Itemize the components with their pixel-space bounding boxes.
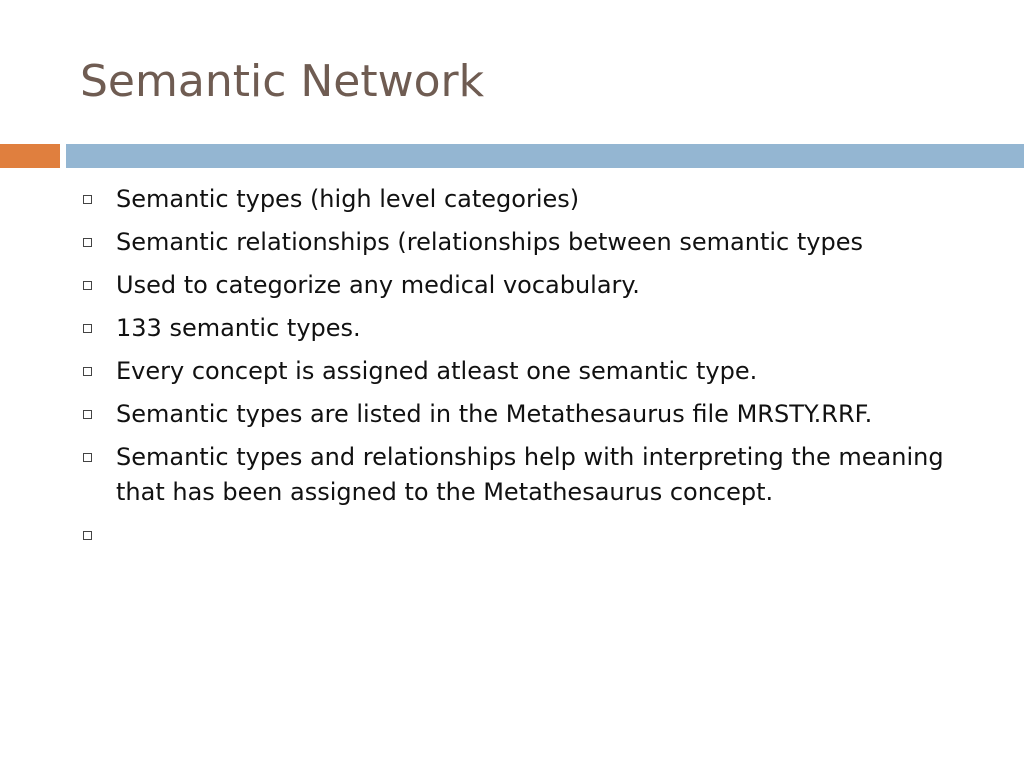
hollow-square-icon (83, 367, 92, 376)
bullet-text: Semantic types and relationships help wi… (116, 443, 944, 506)
hollow-square-icon (83, 324, 92, 333)
bullet-item: Semantic relationships (relationships be… (80, 225, 980, 260)
bullet-item: 133 semantic types. (80, 311, 980, 346)
bullet-item: Semantic types and relationships help wi… (80, 440, 980, 510)
hollow-square-icon (83, 410, 92, 419)
bullet-item: Semantic types are listed in the Metathe… (80, 397, 980, 432)
bullet-item: Every concept is assigned atleast one se… (80, 354, 980, 389)
hollow-square-icon (83, 238, 92, 247)
hollow-square-icon (83, 453, 92, 462)
accent-bar (0, 144, 60, 168)
bullet-item: Used to categorize any medical vocabular… (80, 268, 980, 303)
header-bar (66, 144, 1024, 168)
hollow-square-icon (83, 531, 92, 540)
bullet-text: Every concept is assigned atleast one se… (116, 357, 758, 385)
hollow-square-icon (83, 195, 92, 204)
bullet-text: Semantic types (high level categories) (116, 185, 580, 213)
bullet-item: Semantic types (high level categories) (80, 182, 980, 217)
bullet-list: Semantic types (high level categories) S… (80, 182, 980, 561)
bullet-item-empty (80, 518, 980, 553)
hollow-square-icon (83, 281, 92, 290)
bullet-text: Semantic types are listed in the Metathe… (116, 400, 873, 428)
bullet-text: Semantic relationships (relationships be… (116, 228, 863, 256)
bullet-text: Used to categorize any medical vocabular… (116, 271, 640, 299)
slide-title: Semantic Network (80, 56, 485, 107)
bullet-text: 133 semantic types. (116, 314, 361, 342)
